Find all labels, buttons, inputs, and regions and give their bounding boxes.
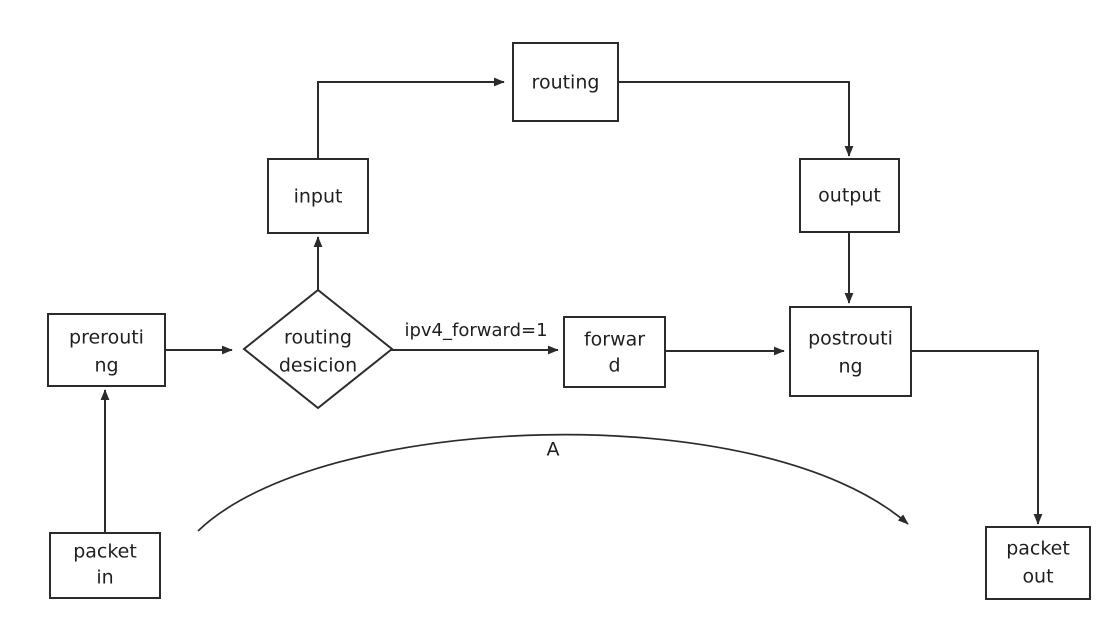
edge-label-ipv4-forward-backdrop [391, 318, 563, 343]
node-routing-desicion-label-line1: routing [284, 327, 352, 349]
node-routing-label: routing [532, 72, 600, 94]
edge-curve-a [197, 433, 909, 532]
node-forward-label-line2: d [608, 355, 620, 377]
node-packet-out-shape [985, 526, 1091, 600]
node-packet-in-shape [49, 532, 161, 599]
node-input[interactable]: input [267, 158, 369, 234]
node-input-label: input [294, 186, 343, 208]
node-input-shape [267, 158, 369, 234]
edge-routing-to-output [618, 81, 854, 157]
node-forward-shape [563, 316, 666, 388]
edge-label-ipv4-forward-text: ipv4_forward=1 [404, 320, 547, 341]
node-routing-desicion-shape [242, 288, 394, 410]
node-forward[interactable]: forwar d [563, 316, 666, 388]
node-prerouting-label-line2: ng [94, 355, 118, 377]
node-routing-desicion[interactable]: routing desicion [242, 288, 394, 410]
node-postrouting-label-line2: ng [838, 356, 862, 378]
node-postrouting-label-line1: postrouti [808, 328, 893, 350]
node-output[interactable]: output [799, 158, 900, 233]
node-packet-in[interactable]: packet in [49, 532, 161, 599]
node-postrouting[interactable]: postrouti ng [789, 306, 912, 397]
node-prerouting[interactable]: prerouti ng [47, 313, 166, 387]
node-packet-out-label-line2: out [1022, 566, 1053, 588]
node-routing-desicion-label-line2: desicion [279, 355, 357, 377]
node-packet-in-label-line1: packet [73, 541, 137, 563]
edge-postrouting-to-packet-out [911, 350, 1043, 525]
node-output-shape [799, 158, 900, 233]
node-forward-label-line1: forwar [584, 329, 645, 351]
node-prerouting-label-line1: prerouti [69, 327, 144, 349]
node-packet-in-label-line2: in [96, 567, 113, 589]
curve-label-a: A [547, 439, 560, 461]
node-routing[interactable]: routing [512, 42, 619, 122]
node-postrouting-shape [789, 306, 912, 397]
edge-label-ipv4-forward: ipv4_forward=1 [391, 318, 563, 343]
node-prerouting-shape [47, 313, 166, 387]
node-output-label: output [818, 185, 881, 207]
edge-input-to-routing [317, 77, 505, 159]
node-routing-shape [512, 42, 619, 122]
node-packet-out-label-line1: packet [1006, 538, 1070, 560]
node-packet-out[interactable]: packet out [985, 526, 1091, 600]
